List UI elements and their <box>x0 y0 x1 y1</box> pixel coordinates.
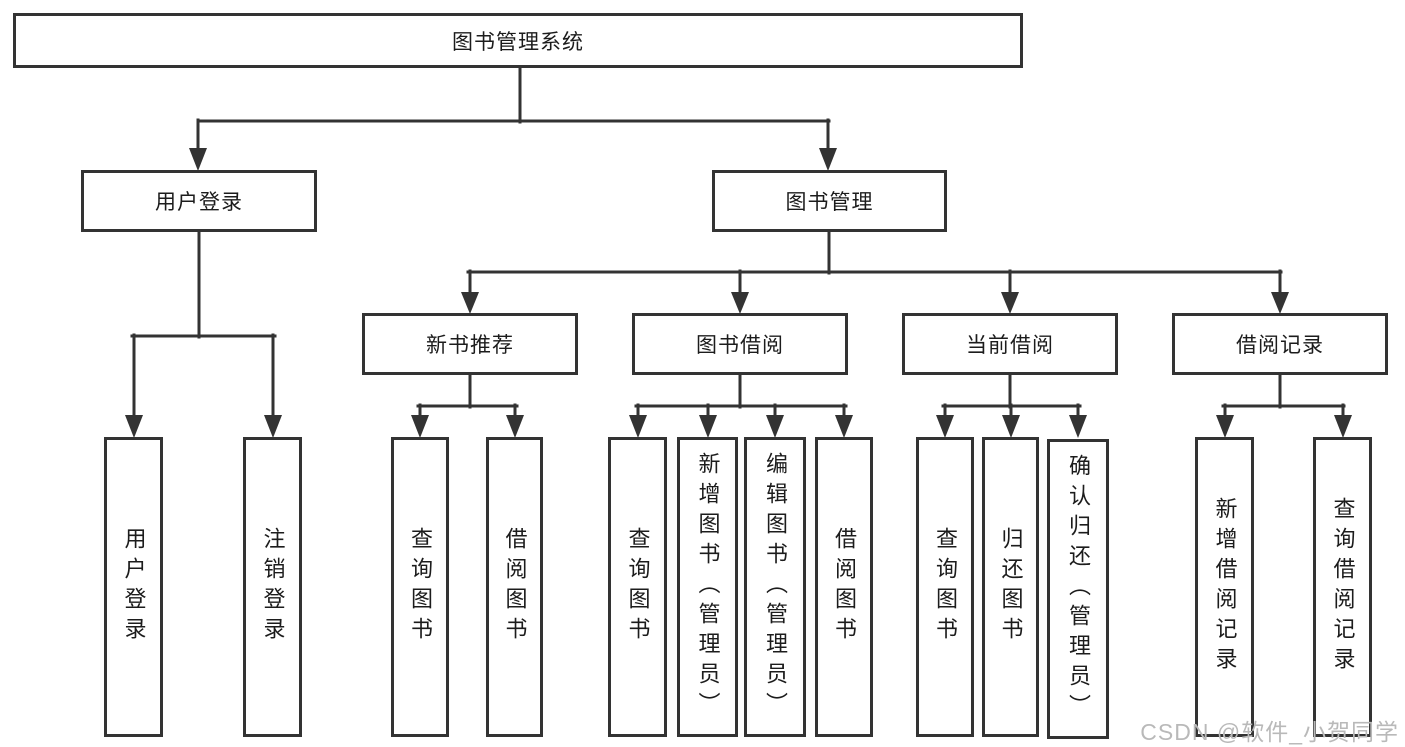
node-book-management-label: 图书管理 <box>785 191 874 214</box>
leaf-user-login: 用户登录 <box>104 437 163 737</box>
node-new-book-recommend-label: 新书推荐 <box>426 334 514 357</box>
leaf-user-login-label: 用户登录 <box>121 527 147 647</box>
node-borrow-records: 借阅记录 <box>1172 313 1388 375</box>
leaf-confirm-return-admin: 确认归还（管理员） <box>1047 439 1109 739</box>
leaf-add-borrow-record-label: 新增借阅记录 <box>1212 497 1238 677</box>
leaf-borrow-books-recommend-label: 借阅图书 <box>502 527 528 647</box>
leaf-query-borrow-record-label: 查询借阅记录 <box>1330 497 1356 677</box>
node-current-borrow: 当前借阅 <box>902 313 1118 375</box>
node-borrow-records-label: 借阅记录 <box>1236 334 1324 357</box>
leaf-query-books-recommend: 查询图书 <box>391 437 449 737</box>
node-library-system-label: 图书管理系统 <box>452 30 584 54</box>
leaf-add-book-admin-label: 新增图书（管理员） <box>695 452 721 722</box>
node-book-borrow-label: 图书借阅 <box>696 334 784 357</box>
leaf-edit-book-admin-label: 编辑图书（管理员） <box>763 452 788 722</box>
leaf-query-borrow-record: 查询借阅记录 <box>1313 437 1372 737</box>
leaf-add-book-admin: 新增图书（管理员） <box>677 437 738 737</box>
node-user-login-label: 用户登录 <box>155 191 243 214</box>
csdn-watermark: CSDN @软件_小贺同学 <box>1140 719 1399 745</box>
leaf-query-books-recommend-label: 查询图书 <box>408 527 433 647</box>
leaf-query-books-current-label: 查询图书 <box>933 527 958 647</box>
leaf-return-book: 归还图书 <box>982 437 1039 737</box>
leaf-edit-book-admin: 编辑图书（管理员） <box>744 437 806 737</box>
leaf-query-books-current: 查询图书 <box>916 437 974 737</box>
leaf-query-books-borrow-label: 查询图书 <box>625 527 651 647</box>
leaf-logout: 注销登录 <box>243 437 302 737</box>
leaf-add-borrow-record: 新增借阅记录 <box>1195 437 1254 737</box>
leaf-borrow-books-label: 借阅图书 <box>832 527 857 647</box>
node-library-system: 图书管理系统 <box>13 13 1023 68</box>
leaf-return-book-label: 归还图书 <box>998 527 1024 647</box>
leaf-confirm-return-admin-label: 确认归还（管理员） <box>1066 454 1091 724</box>
leaf-borrow-books-recommend: 借阅图书 <box>486 437 543 737</box>
leaf-query-books-borrow: 查询图书 <box>608 437 667 737</box>
node-book-borrow: 图书借阅 <box>632 313 848 375</box>
node-book-management: 图书管理 <box>712 170 947 232</box>
node-user-login: 用户登录 <box>81 170 317 232</box>
leaf-borrow-books: 借阅图书 <box>815 437 873 737</box>
node-current-borrow-label: 当前借阅 <box>966 334 1054 357</box>
node-new-book-recommend: 新书推荐 <box>362 313 578 375</box>
leaf-logout-label: 注销登录 <box>260 527 286 647</box>
